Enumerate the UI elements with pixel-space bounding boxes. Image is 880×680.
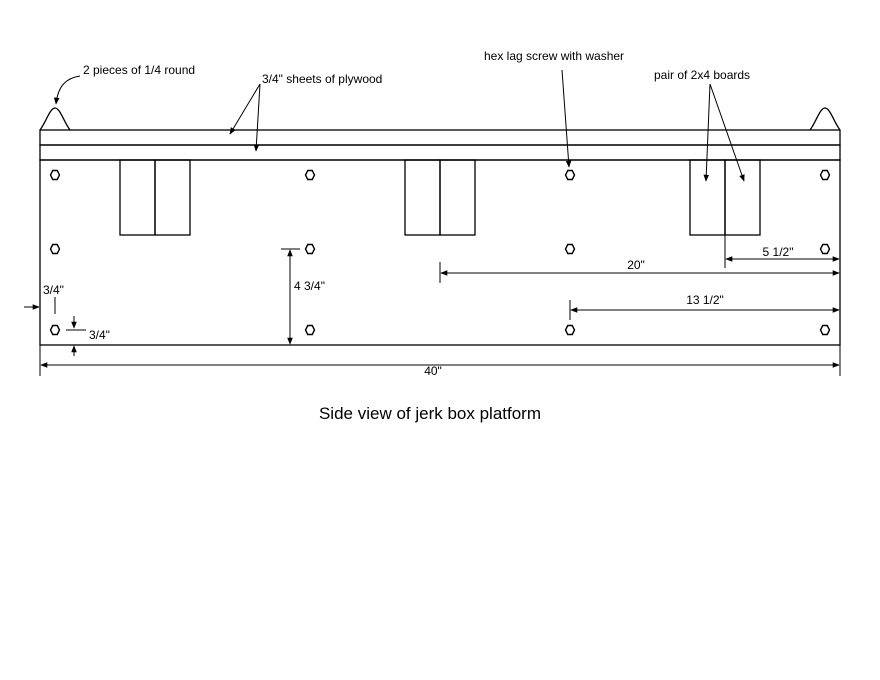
quarter-round-right	[809, 107, 841, 131]
hex-lag-screw-icon	[564, 324, 576, 336]
lag-screw-label: hex lag screw with washer	[484, 49, 624, 63]
boards-leader-2	[709, 83, 745, 182]
dim-4-75-label: 4 3/4"	[294, 279, 325, 293]
dim-40-label: 40"	[424, 364, 442, 378]
hex-lag-screw-icon	[49, 243, 61, 255]
hex-lag-screw-icon	[49, 169, 61, 181]
hex-lag-screw-icon	[49, 324, 61, 336]
plywood-label: 3/4" sheets of plywood	[262, 72, 382, 86]
board-pair-1-right	[154, 159, 191, 236]
board-pair-2-left	[404, 159, 441, 236]
hex-lag-screw-icon	[304, 324, 316, 336]
hex-lag-screw-icon	[304, 169, 316, 181]
plywood-top-sheet	[39, 129, 841, 146]
boards-leader-1	[703, 83, 711, 182]
dim-20-label: 20"	[627, 258, 645, 272]
hex-lag-screw-icon	[304, 243, 316, 255]
hex-lag-screw-icon	[564, 243, 576, 255]
plywood-second-sheet	[39, 144, 841, 161]
board-pair-2-right	[439, 159, 476, 236]
quarter-round-label: 2 pieces of 1/4 round	[83, 63, 195, 77]
hex-lag-screw-icon	[564, 169, 576, 181]
hex-lag-screw-icon	[819, 324, 831, 336]
boards-label: pair of 2x4 boards	[654, 68, 750, 82]
dim-bottom-label: 3/4"	[89, 328, 110, 342]
plywood-leader-1	[229, 83, 261, 135]
plywood-leader-2	[253, 83, 261, 152]
dim-5-5-label: 5 1/2"	[763, 245, 794, 259]
diagram-title: Side view of jerk box platform	[319, 404, 541, 423]
lag-screw-leader	[561, 69, 572, 168]
dim-13-5-label: 13 1/2"	[686, 293, 724, 307]
board-pair-1-left	[119, 159, 156, 236]
dim-side-label: 3/4"	[43, 283, 64, 297]
quarter-round-left	[39, 107, 71, 131]
quarter-round-leader	[53, 75, 81, 105]
board-pair-3-right	[724, 159, 761, 236]
board-pair-3-left	[689, 159, 726, 236]
hex-lag-screw-icon	[819, 169, 831, 181]
hex-lag-screw-icon	[819, 243, 831, 255]
